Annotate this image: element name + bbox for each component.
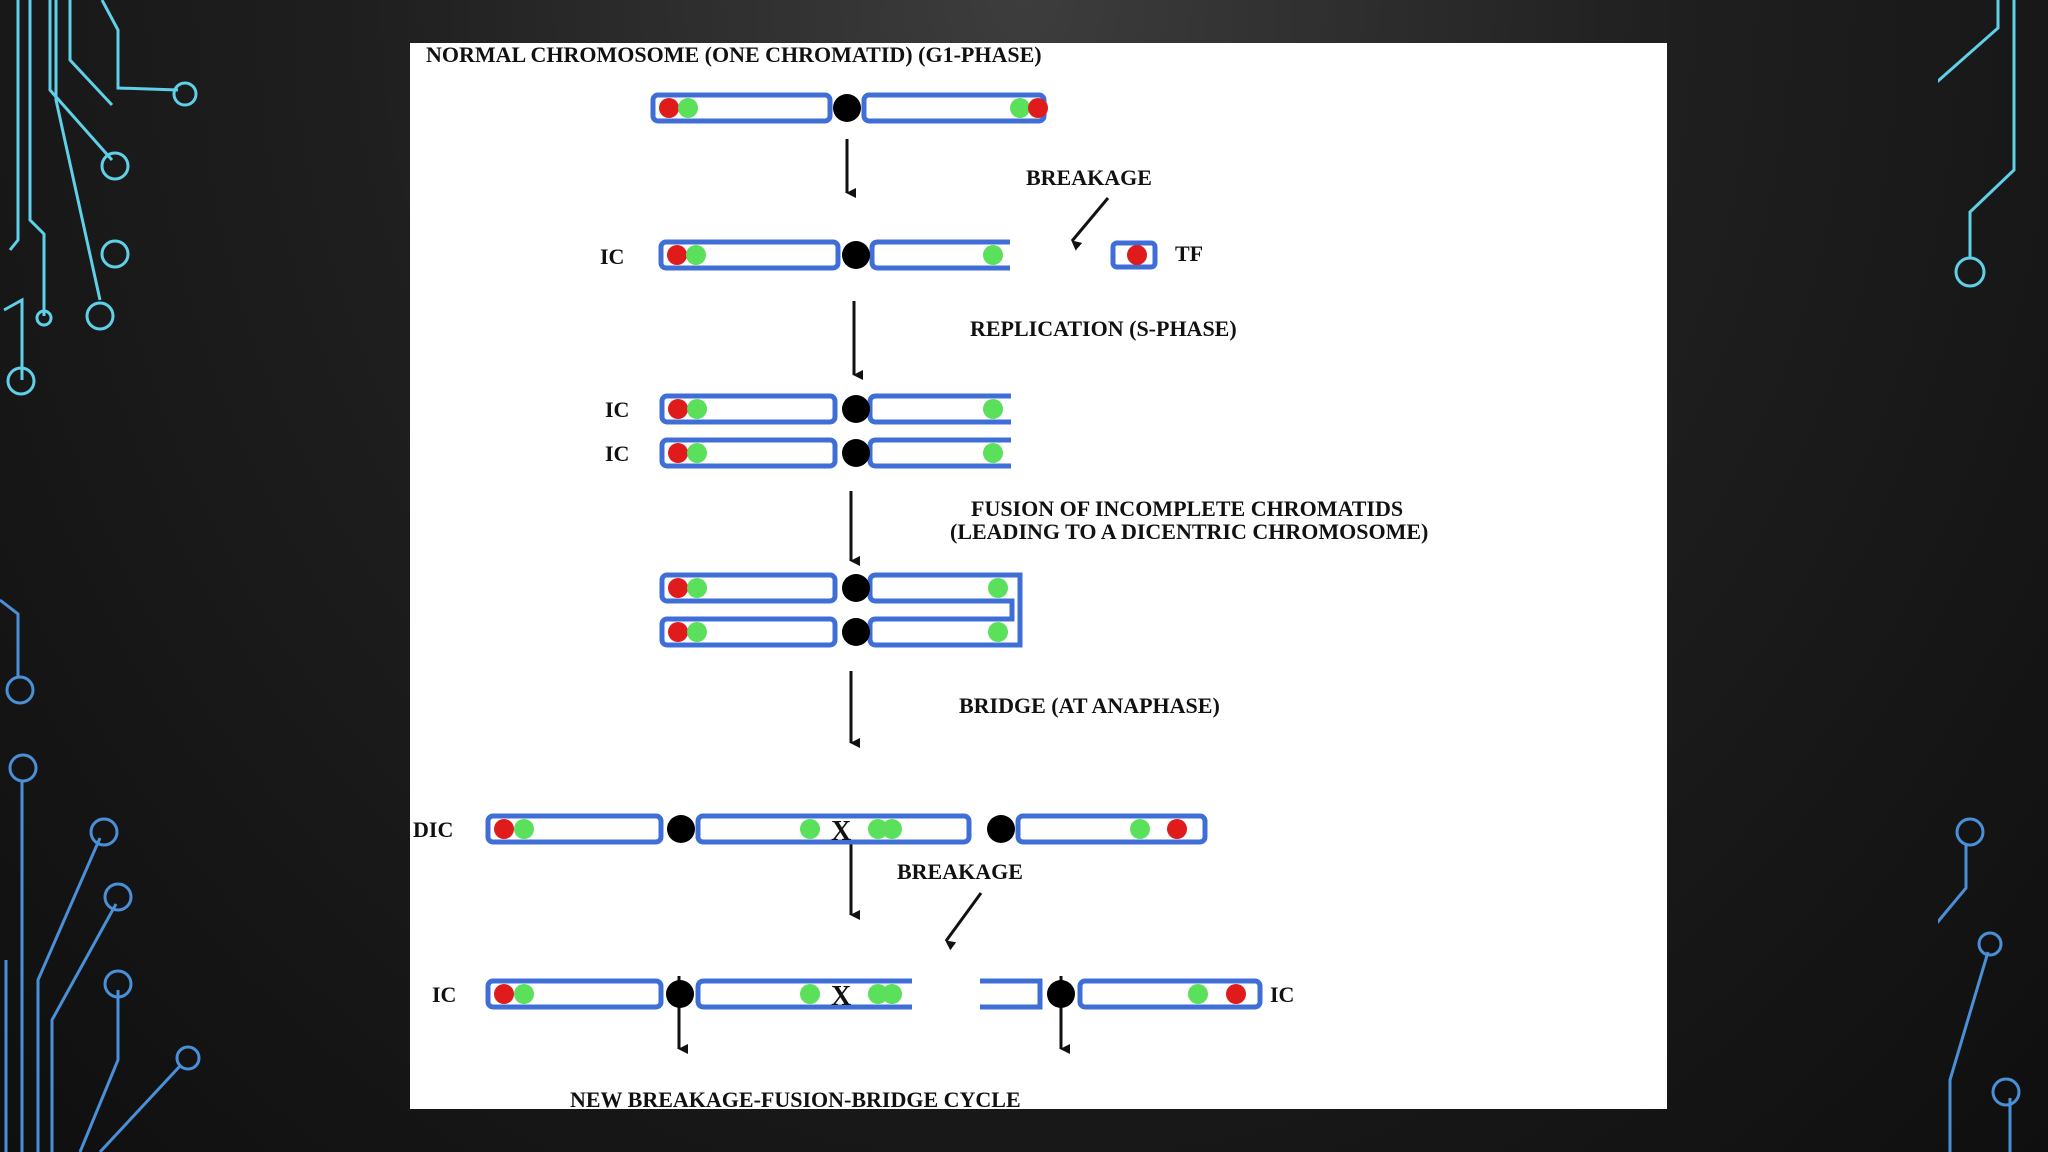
circuit-decoration-right xyxy=(1938,0,2021,1152)
ic-label-3: IC xyxy=(605,441,629,466)
broken-chromosome xyxy=(658,239,1010,271)
dic-label: DIC xyxy=(413,817,453,842)
diagram-title: NORMAL CHROMOSOME (ONE CHROMATID) (G1-PH… xyxy=(426,43,1042,67)
terminal-fragment xyxy=(1110,240,1158,270)
crossover-x-2: X xyxy=(831,981,851,1012)
breakage-arrow-1 xyxy=(1070,197,1110,251)
ic-label-2: IC xyxy=(605,397,629,422)
circuit-decoration-left xyxy=(0,0,201,1152)
replicated-chromatids xyxy=(659,393,1011,469)
replication-label: REPLICATION (S-PHASE) xyxy=(970,316,1237,341)
ic-label-1: IC xyxy=(600,244,624,269)
tf-label: TF xyxy=(1175,241,1203,266)
breakage-label-2: BREAKAGE xyxy=(897,859,1023,884)
bridge-label: BRIDGE (AT ANAPHASE) xyxy=(959,693,1220,718)
fused-chromatids xyxy=(659,572,1023,648)
breakage-arrow-2 xyxy=(944,892,983,951)
breakage-label-1: BREAKAGE xyxy=(1026,165,1152,190)
crossover-x-1: X xyxy=(831,816,851,847)
normal-chromosome xyxy=(650,92,1048,124)
ic-label-4: IC xyxy=(432,982,456,1007)
broken-dicentric-right xyxy=(980,978,1263,1010)
ic-label-5: IC xyxy=(1270,982,1294,1007)
new-cycle-label: NEW BREAKAGE-FUSION-BRIDGE CYCLE xyxy=(570,1087,1021,1109)
breakage-fusion-bridge-diagram: NORMAL CHROMOSOME (ONE CHROMATID) (G1-PH… xyxy=(410,43,1667,1109)
broken-dicentric-left xyxy=(485,978,912,1010)
fusion-label-line1: FUSION OF INCOMPLETE CHROMATIDS xyxy=(971,496,1403,521)
dicentric-chromosome xyxy=(485,813,1208,845)
fusion-label-line2: (LEADING TO A DICENTRIC CHROMOSOME) xyxy=(950,519,1428,544)
